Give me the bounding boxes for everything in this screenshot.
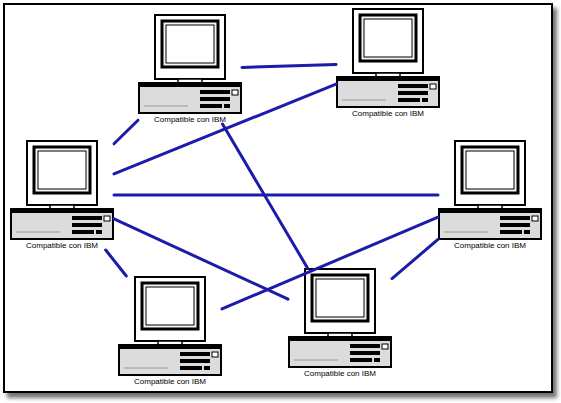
pc-icon (118, 276, 222, 376)
network-link (392, 239, 438, 278)
computer-node: Compatible con IBM (438, 140, 542, 250)
pc-icon (336, 8, 440, 108)
pc-label: Compatible con IBM (10, 241, 114, 250)
network-link (114, 120, 138, 144)
computer-node: Compatible con IBM (138, 14, 242, 124)
network-link (222, 217, 438, 309)
network-link (223, 124, 308, 268)
computer-node: Compatible con IBM (118, 276, 222, 386)
pc-icon (288, 268, 392, 368)
pc-label: Compatible con IBM (438, 241, 542, 250)
pc-label: Compatible con IBM (336, 109, 440, 118)
computer-node: Compatible con IBM (10, 140, 114, 250)
pc-icon (138, 14, 242, 114)
network-link (242, 65, 336, 68)
pc-icon (438, 140, 542, 240)
pc-label: Compatible con IBM (138, 115, 242, 124)
network-link (114, 194, 438, 197)
computer-node: Compatible con IBM (288, 268, 392, 378)
pc-label: Compatible con IBM (288, 369, 392, 378)
computer-node: Compatible con IBM (336, 8, 440, 118)
pc-label: Compatible con IBM (118, 377, 222, 386)
network-link (106, 250, 127, 276)
pc-icon (10, 140, 114, 240)
network-link (114, 219, 288, 299)
network-link (114, 84, 336, 174)
